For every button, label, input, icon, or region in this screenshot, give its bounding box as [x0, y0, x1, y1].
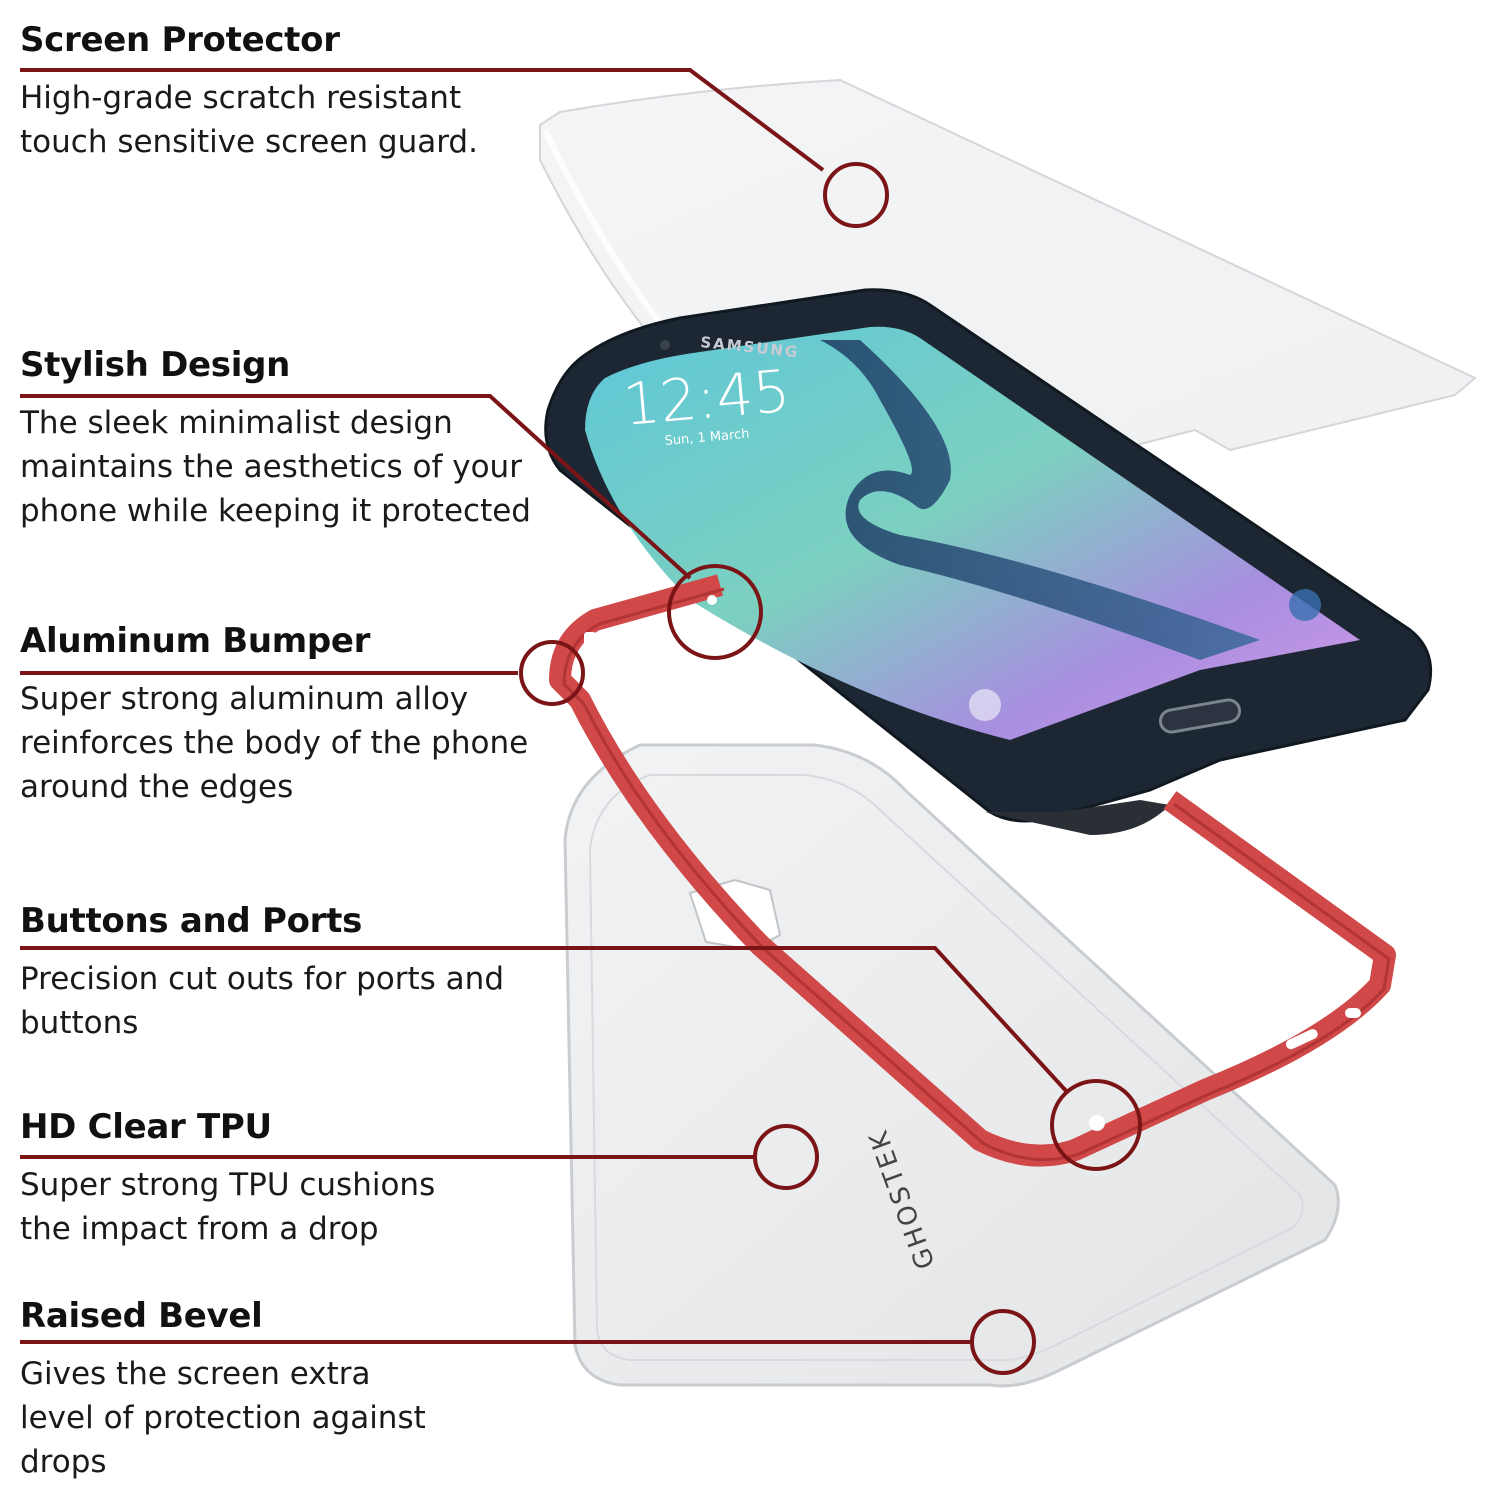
feature-raised-bevel: Raised Bevel Gives the screen extra leve… [20, 1296, 580, 1484]
aluminum-bumper [549, 574, 1396, 1167]
callout-line-screen-protector [20, 68, 825, 172]
lockscreen-date: Sun, 1 March [664, 427, 750, 449]
front-sensor-icon [660, 340, 670, 350]
callout-circle-raised-bevel [970, 1309, 1036, 1375]
feature-title: Aluminum Bumper [20, 621, 371, 661]
bumper-port-cutout [707, 595, 717, 605]
callout-circle-aluminum-bumper [519, 640, 585, 706]
lockscreen-clock: 12:45 [620, 357, 792, 439]
feature-description: Precision cut outs for ports and buttons [20, 961, 504, 1041]
feature-stylish-design: Stylish Design The sleek minimalist desi… [20, 345, 580, 533]
feature-screen-protector: Screen Protector High-grade scratch resi… [20, 20, 580, 164]
feature-description: Gives the screen extra level of protecti… [20, 1356, 426, 1480]
bumper-button-cutout [1285, 1029, 1318, 1050]
callout-circle-stylish-design [667, 564, 763, 660]
callout-line-stylish-design [20, 394, 692, 580]
camera-shortcut-icon [1289, 589, 1321, 621]
callout-circle-screen-protector [823, 162, 889, 228]
callouts [20, 68, 1142, 1375]
callout-circle-buttons-ports [1050, 1079, 1142, 1171]
feature-title: Screen Protector [20, 20, 340, 60]
callout-circle-hd-clear-tpu [753, 1124, 819, 1190]
wallpaper-wave [820, 340, 1260, 660]
feature-description: Super strong aluminum alloy reinforces t… [20, 681, 529, 805]
callout-line-buttons-ports [20, 946, 1070, 1095]
feature-description: Super strong TPU cushions the impact fro… [20, 1167, 436, 1247]
feature-description: The sleek minimalist design maintains th… [20, 405, 531, 529]
feature-title: HD Clear TPU [20, 1107, 272, 1147]
feature-title: Raised Bevel [20, 1296, 263, 1336]
phone: SAMSUNG 12:45 Sun, 1 March [544, 288, 1433, 835]
feature-aluminum-bumper: Aluminum Bumper Super strong aluminum al… [20, 621, 580, 809]
feature-description: High-grade scratch resistant touch sensi… [20, 80, 478, 160]
clear-tpu-case: GHOSTEK [563, 743, 1340, 1388]
feature-title: Buttons and Ports [20, 901, 363, 941]
feature-buttons-ports: Buttons and Ports Precision cut outs for… [20, 901, 580, 1045]
phone-shortcut-icon [969, 689, 1001, 721]
home-button [1158, 698, 1242, 734]
case-inner-rim [588, 774, 1304, 1362]
feature-hd-clear-tpu: HD Clear TPU Super strong TPU cushions t… [20, 1107, 580, 1251]
feature-title: Stylish Design [20, 345, 291, 385]
